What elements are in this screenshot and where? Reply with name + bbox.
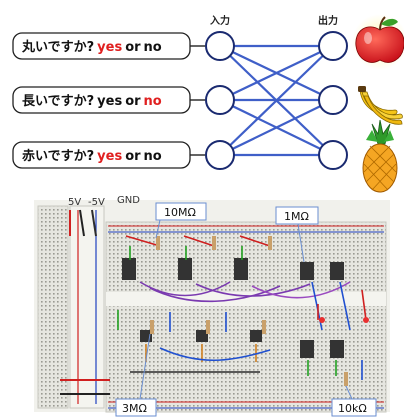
input-node xyxy=(205,85,235,115)
or-word: or xyxy=(125,40,141,55)
callout-10mohm: 10MΩ xyxy=(155,202,207,239)
resistor xyxy=(156,236,160,250)
apple-icon xyxy=(352,14,404,70)
input-node xyxy=(205,31,235,61)
question-label: 赤いですか? xyxy=(22,148,94,164)
transistor xyxy=(250,330,262,342)
power-label-5v: 5V xyxy=(68,197,81,208)
no-word: no xyxy=(144,149,162,164)
breadboard-photo: 5V -5V GND 10MΩ 1MΩ 3MΩ 10kΩ xyxy=(34,195,390,417)
led xyxy=(319,317,325,323)
no-word: no xyxy=(144,40,162,55)
resistor xyxy=(268,236,272,250)
main-breadboard xyxy=(105,221,387,413)
output-node xyxy=(318,140,348,170)
power-rail-board xyxy=(37,205,69,409)
resistor xyxy=(206,320,210,334)
resistor xyxy=(262,320,266,334)
resistors xyxy=(150,236,348,386)
input-header: 入力 xyxy=(210,14,230,27)
callout-label: 1MΩ xyxy=(284,210,309,223)
ic-chip xyxy=(122,258,136,280)
power-label-gnd: GND xyxy=(117,195,140,206)
input-node xyxy=(205,140,235,170)
callout-3mohm: 3MΩ xyxy=(115,333,157,417)
resistor xyxy=(150,320,154,334)
ic-chip xyxy=(330,262,344,280)
network-edge xyxy=(219,45,334,156)
yes-word: yes xyxy=(97,94,122,109)
network-edge xyxy=(219,99,334,156)
ic-chip xyxy=(330,340,344,358)
callout-label: 10kΩ xyxy=(338,402,367,415)
network-nodes xyxy=(205,31,348,170)
transistor xyxy=(196,330,208,342)
ic-chip xyxy=(234,258,248,280)
question-label: 長いですか? xyxy=(22,94,94,109)
network-edges xyxy=(219,44,334,157)
output-node xyxy=(318,85,348,115)
or-word: or xyxy=(125,149,141,164)
question-label: 丸いですか? xyxy=(21,39,94,55)
network-edge xyxy=(219,45,334,101)
led xyxy=(363,317,369,323)
pineapple-icon xyxy=(362,119,398,193)
ic-chip xyxy=(300,262,314,280)
callout-1mohm: 1MΩ xyxy=(275,206,319,263)
no-word: no xyxy=(144,94,162,109)
yes-word: yes xyxy=(97,149,122,164)
callout-label: 10MΩ xyxy=(164,206,196,219)
ic-chip xyxy=(300,340,314,358)
callout-10kohm: 10kΩ xyxy=(331,385,377,417)
output-node xyxy=(318,31,348,61)
resistor xyxy=(344,372,348,386)
power-rail-strip xyxy=(69,205,105,409)
yes-word: yes xyxy=(97,40,122,55)
resistor xyxy=(212,236,216,250)
output-header: 出力 xyxy=(318,14,338,27)
ic-chip xyxy=(178,258,192,280)
or-word: or xyxy=(125,94,141,109)
callout-label: 3MΩ xyxy=(122,402,147,415)
power-label-neg5v: -5V xyxy=(88,197,105,208)
banana-icon xyxy=(358,86,403,125)
